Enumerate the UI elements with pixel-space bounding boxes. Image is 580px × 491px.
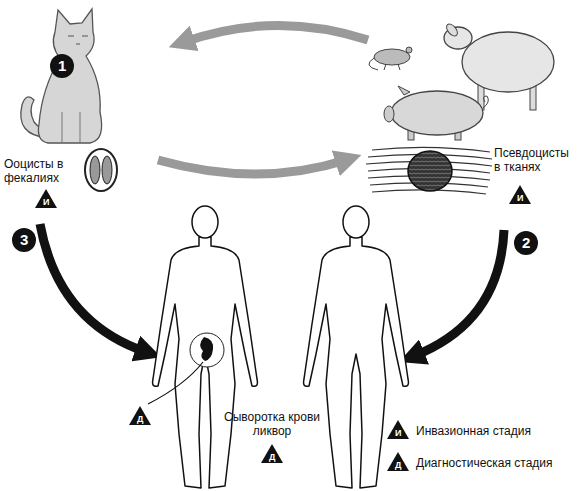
callout-circle bbox=[12, 228, 36, 252]
cat-figure bbox=[21, 9, 102, 143]
callout-number: 3 bbox=[20, 232, 28, 248]
mouse-figure bbox=[369, 47, 412, 70]
callout-circle bbox=[514, 231, 538, 255]
infection-arrow bbox=[414, 230, 504, 356]
transmission-arrow bbox=[184, 25, 368, 42]
stage-letter: Д bbox=[137, 414, 143, 424]
fetus bbox=[148, 333, 224, 404]
legend-letter: Д bbox=[395, 460, 401, 470]
human-figure bbox=[304, 206, 409, 488]
legend-text: Инвазионная стадия bbox=[416, 424, 531, 438]
stage-letter: И bbox=[43, 197, 49, 207]
callout-circle bbox=[50, 54, 74, 78]
stage-triangle bbox=[35, 185, 531, 471]
infection-arrow bbox=[40, 224, 146, 352]
oocyst bbox=[85, 149, 117, 191]
stage-letter: Д bbox=[269, 452, 275, 462]
stage-label: Ооцисты в фекалиях bbox=[4, 157, 88, 185]
callout-number: 1 bbox=[58, 58, 66, 74]
sample-label: Сыворотка крови ликвор bbox=[216, 410, 328, 438]
legend-text: Диагностическая стадия bbox=[416, 456, 553, 470]
human-figure bbox=[153, 206, 258, 488]
legend-letter: И bbox=[395, 428, 401, 438]
stage-label: Псевдоцисты в тканях bbox=[494, 146, 578, 174]
pig-figure bbox=[384, 86, 488, 140]
stage-letter: И bbox=[517, 193, 523, 203]
callout-number: 2 bbox=[522, 235, 530, 251]
transmission-arrow bbox=[158, 160, 346, 174]
pseudocyst bbox=[366, 147, 492, 194]
